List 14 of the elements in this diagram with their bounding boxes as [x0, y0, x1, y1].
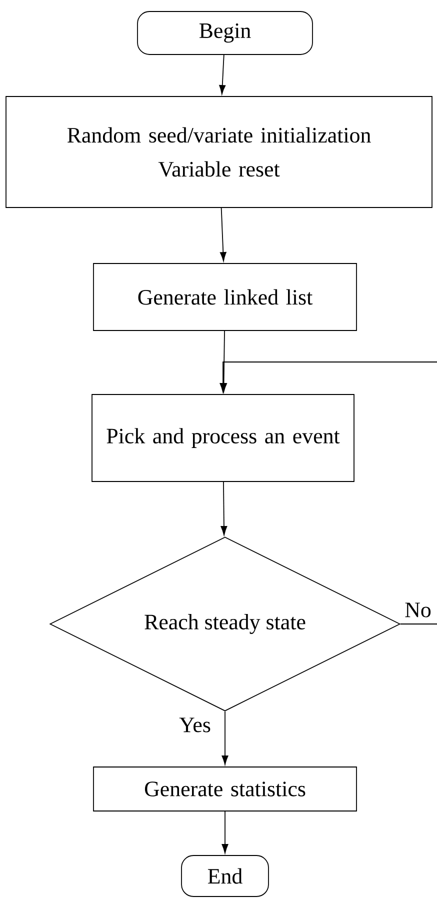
- process-box: Generate statistics: [93, 766, 357, 812]
- arrow: [222, 811, 228, 854]
- arrow: [220, 208, 226, 262]
- process-box: Random seed/variate initialization Variable reset: [6, 96, 432, 208]
- arrow: [222, 711, 228, 765]
- terminal-box: Begin: [137, 11, 313, 55]
- edge-label: No: [404, 602, 432, 618]
- arrow: [219, 54, 226, 94]
- arrow: [220, 362, 437, 392]
- process-box: Generate linked list: [93, 263, 357, 331]
- process-box: Pick and process an event: [92, 394, 354, 482]
- terminal-box: End: [181, 855, 269, 897]
- edge-label: Yes: [178, 716, 212, 734]
- arrow: [220, 482, 228, 536]
